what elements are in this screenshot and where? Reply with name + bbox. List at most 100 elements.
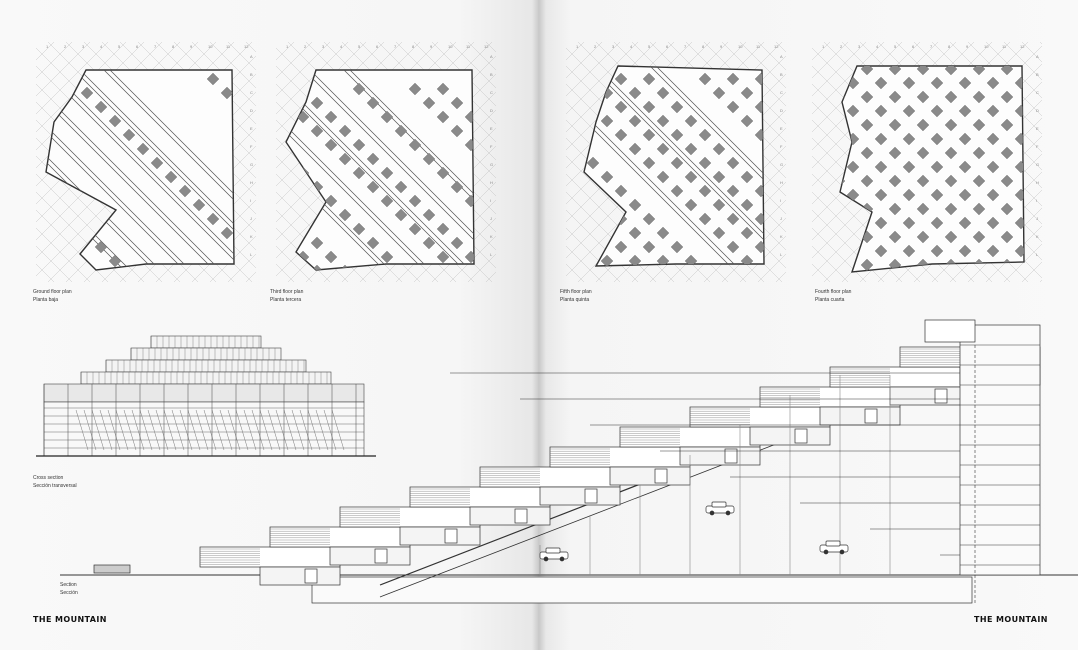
svg-text:K: K — [250, 234, 253, 239]
svg-text:9: 9 — [190, 44, 193, 49]
svg-text:2: 2 — [304, 44, 307, 49]
svg-text:10: 10 — [738, 44, 743, 49]
caption-es: Planta tercera — [270, 297, 302, 303]
svg-text:F: F — [490, 144, 493, 149]
car-icon — [705, 501, 735, 516]
svg-text:E: E — [1036, 126, 1039, 131]
svg-text:F: F — [250, 144, 253, 149]
svg-text:3: 3 — [612, 44, 615, 49]
svg-text:11: 11 — [466, 44, 471, 49]
svg-text:E: E — [250, 126, 253, 131]
svg-text:8: 8 — [948, 44, 951, 49]
svg-text:11: 11 — [226, 44, 231, 49]
svg-text:F: F — [1036, 144, 1039, 149]
svg-text:7: 7 — [930, 44, 933, 49]
svg-text:H: H — [250, 180, 253, 185]
svg-text:12: 12 — [484, 44, 489, 49]
svg-text:C: C — [1036, 90, 1039, 95]
svg-text:C: C — [490, 90, 493, 95]
svg-text:7: 7 — [154, 44, 157, 49]
svg-text:7: 7 — [684, 44, 687, 49]
caption-en: Section — [60, 582, 77, 588]
svg-text:L: L — [780, 252, 783, 257]
cross-section-drawing — [36, 335, 376, 457]
svg-text:A: A — [1036, 54, 1039, 59]
fourth-floor-plan-caption: Fourth floor plan Planta cuarta — [815, 288, 851, 304]
svg-text:11: 11 — [756, 44, 761, 49]
svg-text:G: G — [490, 162, 493, 167]
svg-text:D: D — [780, 108, 783, 113]
caption-es: Sección transversal — [33, 483, 77, 489]
svg-text:9: 9 — [966, 44, 969, 49]
svg-text:B: B — [490, 72, 493, 77]
svg-text:D: D — [1036, 108, 1039, 113]
svg-text:B: B — [250, 72, 253, 77]
svg-text:J: J — [490, 216, 492, 221]
caption-en: Ground floor plan — [33, 289, 72, 295]
ground-floor-plan-caption: Ground floor plan Planta baja — [33, 288, 72, 304]
svg-text:9: 9 — [430, 44, 433, 49]
apartment-boxes — [840, 66, 1024, 272]
svg-text:8: 8 — [172, 44, 175, 49]
svg-text:10: 10 — [448, 44, 453, 49]
svg-text:K: K — [490, 234, 493, 239]
svg-text:G: G — [250, 162, 253, 167]
svg-text:12: 12 — [774, 44, 779, 49]
svg-text:3: 3 — [858, 44, 861, 49]
left-footer-title: THE MOUNTAIN — [33, 615, 107, 624]
svg-text:1: 1 — [576, 44, 579, 49]
svg-text:I: I — [490, 198, 491, 203]
caption-es: Planta quinta — [560, 297, 590, 303]
svg-text:B: B — [1036, 72, 1039, 77]
svg-text:F: F — [780, 144, 783, 149]
svg-text:2: 2 — [840, 44, 843, 49]
svg-text:L: L — [1036, 252, 1039, 257]
apartment-boxes — [66, 72, 234, 270]
svg-text:9: 9 — [720, 44, 723, 49]
svg-text:G: G — [1036, 162, 1039, 167]
svg-text:A: A — [780, 54, 783, 59]
svg-text:6: 6 — [912, 44, 915, 49]
caption-es: Sección — [60, 590, 78, 596]
svg-text:7: 7 — [394, 44, 397, 49]
car-icon — [819, 540, 849, 555]
svg-text:C: C — [780, 90, 783, 95]
caption-es: Planta cuarta — [815, 297, 845, 303]
long-section-drawing — [60, 319, 1078, 605]
svg-text:J: J — [780, 216, 782, 221]
caption-en: Cross section — [33, 475, 64, 481]
svg-text:L: L — [250, 252, 253, 257]
caption-en: Fifth floor plan — [560, 289, 592, 295]
svg-text:K: K — [780, 234, 783, 239]
svg-text:A: A — [250, 54, 253, 59]
svg-text:G: G — [780, 162, 783, 167]
svg-text:H: H — [780, 180, 783, 185]
svg-text:12: 12 — [1020, 44, 1025, 49]
svg-text:E: E — [490, 126, 493, 131]
svg-text:4: 4 — [630, 44, 633, 49]
section-caption: Section Sección — [60, 581, 78, 597]
svg-text:H: H — [1036, 180, 1039, 185]
svg-text:5: 5 — [648, 44, 651, 49]
svg-text:11: 11 — [1002, 44, 1007, 49]
svg-text:K: K — [1036, 234, 1039, 239]
svg-text:L: L — [490, 252, 493, 257]
svg-text:4: 4 — [876, 44, 879, 49]
svg-text:2: 2 — [64, 44, 67, 49]
svg-text:B: B — [780, 72, 783, 77]
corridor-lines — [286, 70, 474, 270]
svg-text:A: A — [490, 54, 493, 59]
car-icon — [539, 547, 569, 562]
caption-en: Fourth floor plan — [815, 289, 852, 295]
svg-text:2: 2 — [594, 44, 597, 49]
svg-text:10: 10 — [208, 44, 213, 49]
svg-text:1: 1 — [822, 44, 825, 49]
third-floor-plan-caption: Third floor plan Planta tercera — [270, 288, 303, 304]
